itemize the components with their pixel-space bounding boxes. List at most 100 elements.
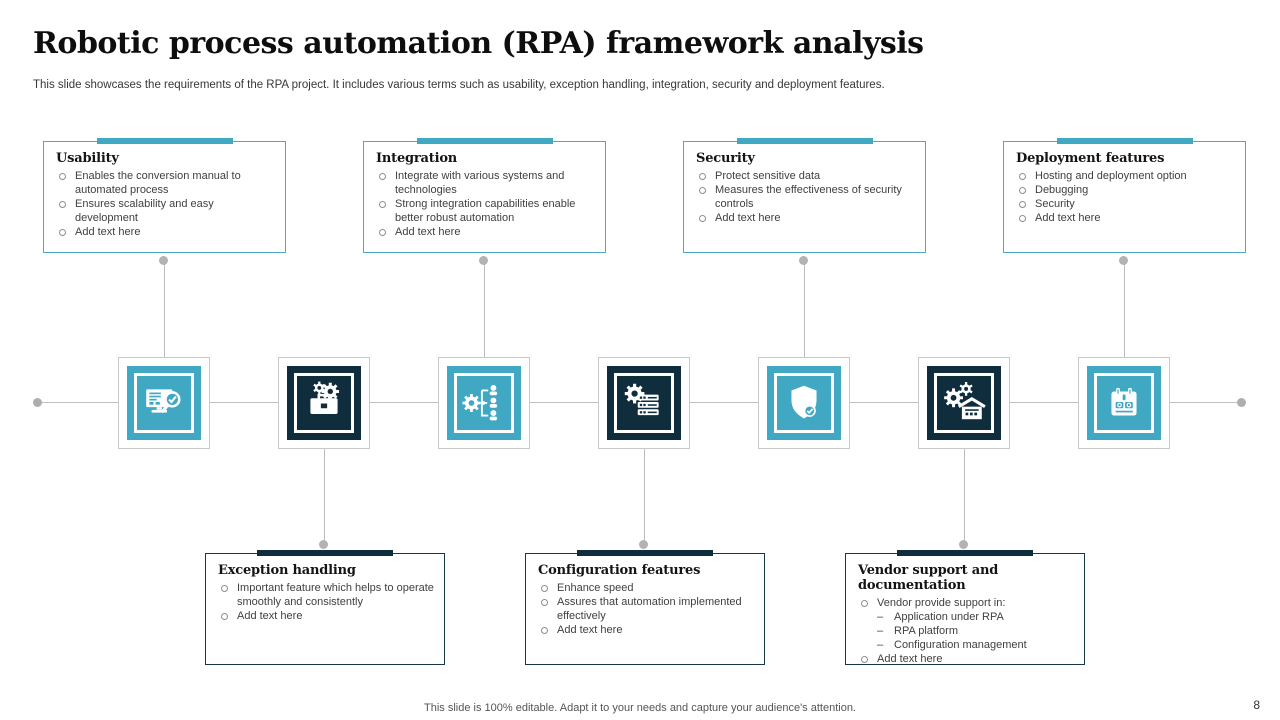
icon-tile-vendor-support <box>918 357 1010 449</box>
connector-dot <box>319 540 328 549</box>
sub-bullet-item: RPA platform <box>860 624 1078 638</box>
card-title: Configuration features <box>538 563 701 578</box>
bullet-text: Application under RPA <box>894 611 1004 623</box>
icon-frame <box>774 373 834 433</box>
card-vendor-support: Vendor support and documentation Vendor … <box>845 550 1085 666</box>
card-accent-bar <box>257 550 393 556</box>
bullet-text: Hosting and deployment option <box>1035 170 1187 182</box>
bullet-item: Vendor provide support in: <box>860 596 1078 610</box>
bullet-item: Protect sensitive data <box>698 169 919 183</box>
bullet-text: Ensures scalability and easy development <box>75 198 214 224</box>
card-title: Usability <box>56 151 119 166</box>
page-number: 8 <box>1253 698 1260 712</box>
icon-tile-integration <box>438 357 530 449</box>
connector-dot <box>639 540 648 549</box>
card-title: Security <box>696 151 755 166</box>
connector-line <box>1124 256 1125 357</box>
timeline-right-dot <box>1237 398 1246 407</box>
card-accent-bar <box>416 138 553 144</box>
icon-frame <box>134 373 194 433</box>
bullet-item: Add text here <box>540 623 758 637</box>
bullet-text: Add text here <box>715 212 781 224</box>
bullet-text: Measures the effectiveness of security c… <box>715 184 902 210</box>
icon-frame <box>614 373 674 433</box>
card-title: Exception handling <box>218 563 356 578</box>
bullet-text: Add text here <box>877 653 943 665</box>
card-title: Vendor support and documentation <box>858 563 999 593</box>
gears-warehouse-icon <box>944 381 986 420</box>
calendar-icon <box>1111 387 1137 416</box>
bullet-item: Important feature which helps to operate… <box>220 581 438 609</box>
icon-tile-exception-handling <box>278 357 370 449</box>
bullet-item: Enables the conversion manual to automat… <box>58 169 279 197</box>
bullet-item: Security <box>1018 197 1239 211</box>
bullet-item: Debugging <box>1018 183 1239 197</box>
bullet-text: Add text here <box>237 610 303 622</box>
bullet-item: Hosting and deployment option <box>1018 169 1239 183</box>
timeline-left-dot <box>33 398 42 407</box>
sub-bullet-item: Application under RPA <box>860 610 1078 624</box>
connector-dot <box>959 540 968 549</box>
bullet-text: Add text here <box>1035 212 1101 224</box>
workflow-people-icon <box>462 385 498 421</box>
icon-frame <box>454 373 514 433</box>
card-integration: Integration Integrate with various syste… <box>363 138 606 253</box>
connector-line <box>484 256 485 357</box>
bullet-text: Integrate with various systems and techn… <box>395 170 565 196</box>
briefcase-gears-icon <box>310 381 340 414</box>
bullet-item: Measures the effectiveness of security c… <box>698 183 919 211</box>
server-gear-icon <box>624 383 659 416</box>
card-bullet-list: Protect sensitive data Measures the effe… <box>698 169 919 225</box>
bullet-item: Add text here <box>58 225 279 239</box>
bullet-text: Add text here <box>395 226 461 238</box>
bullet-text: Assures that automation implemented effe… <box>557 596 742 622</box>
bullet-text: RPA platform <box>894 625 958 637</box>
icon-frame <box>1094 373 1154 433</box>
bullet-text: Vendor provide support in: <box>877 597 1006 609</box>
card-bullet-list: Hosting and deployment option Debugging … <box>1018 169 1239 225</box>
page-title: Robotic process automation (RPA) framewo… <box>33 26 924 61</box>
bullet-item: Add text here <box>860 652 1078 666</box>
bullet-item: Add text here <box>698 211 919 225</box>
connector-line <box>164 256 165 357</box>
icon-frame <box>934 373 994 433</box>
icon-tile-deployment <box>1078 357 1170 449</box>
icon-tile-configuration-features <box>598 357 690 449</box>
icon-tile-usability <box>118 357 210 449</box>
card-accent-bar <box>736 138 873 144</box>
card-accent-bar <box>96 138 233 144</box>
card-configuration-features: Configuration features Enhance speed Ass… <box>525 550 765 665</box>
footer-note: This slide is 100% editable. Adapt it to… <box>424 702 856 714</box>
bullet-text: Protect sensitive data <box>715 170 821 182</box>
bullet-item: Assures that automation implemented effe… <box>540 595 758 623</box>
card-bullet-list: Integrate with various systems and techn… <box>378 169 599 239</box>
bullet-text: Strong integration capabilities enable b… <box>395 198 576 224</box>
bullet-text: Add text here <box>557 624 623 636</box>
card-bullet-list: Important feature which helps to operate… <box>220 581 438 623</box>
monitor-inspection-check-icon <box>146 389 181 413</box>
connector-line <box>804 256 805 357</box>
bullet-text: Debugging <box>1035 184 1089 196</box>
connector-line <box>644 449 645 544</box>
bullet-item: Ensures scalability and easy development <box>58 197 279 225</box>
bullet-text: Configuration management <box>894 639 1027 651</box>
bullet-item: Enhance speed <box>540 581 758 595</box>
card-bullet-list: Vendor provide support in: Application u… <box>860 596 1078 666</box>
card-exception-handling: Exception handling Important feature whi… <box>205 550 445 665</box>
bullet-text: Important feature which helps to operate… <box>237 582 434 608</box>
card-deployment-features: Deployment features Hosting and deployme… <box>1003 138 1246 253</box>
card-accent-bar <box>1056 138 1193 144</box>
icon-tile-security <box>758 357 850 449</box>
page-subtitle: This slide showcases the requirements of… <box>33 79 885 91</box>
connector-line <box>324 449 325 544</box>
bullet-item: Add text here <box>378 225 599 239</box>
card-title: Deployment features <box>1016 151 1165 166</box>
card-usability: Usability Enables the conversion manual … <box>43 138 286 253</box>
bullet-item: Integrate with various systems and techn… <box>378 169 599 197</box>
connector-line <box>964 449 965 544</box>
card-bullet-list: Enables the conversion manual to automat… <box>58 169 279 239</box>
card-security: Security Protect sensitive data Measures… <box>683 138 926 253</box>
bullet-item: Add text here <box>220 609 438 623</box>
connector-dot <box>1119 256 1128 265</box>
